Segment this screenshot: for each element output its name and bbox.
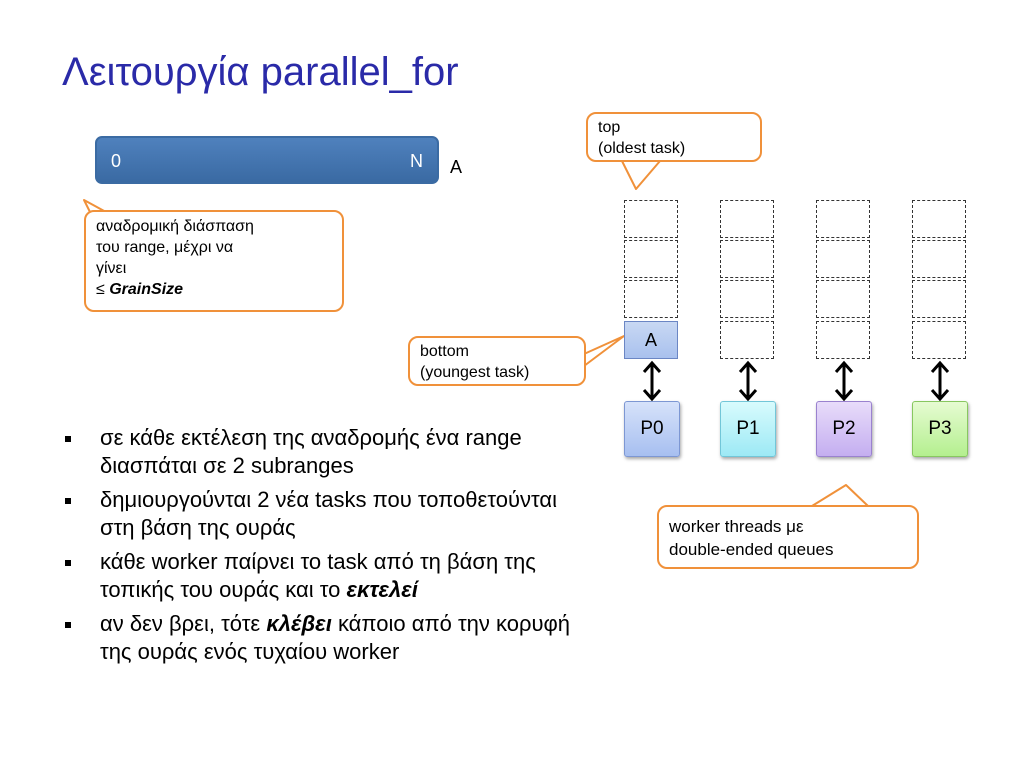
- range-start-label: 0: [111, 151, 122, 171]
- bottom-callout-line2: (youngest task): [420, 364, 530, 381]
- bullet-text: δημιουργούνται 2 νέα tasks που τοποθετού…: [100, 487, 557, 540]
- deque-slot: [912, 240, 966, 278]
- range-bar: 0 N: [95, 136, 439, 184]
- worker-p0: P0: [624, 401, 680, 457]
- workers-callout-line2: double-ended queues: [669, 540, 834, 559]
- bottom-callout: bottom (youngest task): [408, 336, 586, 386]
- worker-p1: P1: [720, 401, 776, 457]
- deque-slot: [816, 321, 870, 359]
- top-callout-line2: (oldest task): [598, 140, 686, 157]
- deque-slot: [816, 240, 870, 278]
- deque-slot: [912, 280, 966, 318]
- le-sign: ≤: [96, 281, 110, 298]
- deque-slot: [720, 321, 774, 359]
- workers-callout-tail: [811, 484, 869, 507]
- bullet-list: σε κάθε εκτέλεση της αναδρομής ένα range…: [62, 424, 572, 672]
- bullet-emphasis: εκτελεί: [346, 577, 418, 602]
- slide-title: Λειτουργία parallel_for: [62, 50, 459, 94]
- deque-slot: [720, 280, 774, 318]
- deque-slot: [816, 280, 870, 318]
- deque-slot: [624, 240, 678, 278]
- top-callout-tail: [621, 160, 661, 190]
- deque-slot: [720, 240, 774, 278]
- worker-p3: P3: [912, 401, 968, 457]
- deque-slot: [624, 200, 678, 238]
- double-arrow-icon: [738, 360, 758, 402]
- split-callout-line4: ≤ GrainSize: [96, 279, 332, 300]
- deque-slot: [720, 200, 774, 238]
- workers-callout: worker threads με double-ended queues: [657, 505, 919, 569]
- bullet-text: κάθε worker παίρνει το task από τη βάση …: [100, 549, 536, 602]
- bullet-text: κάποιο από την κορυφή της ουράς ενός τυχ…: [100, 611, 571, 664]
- bullet-text: σε κάθε εκτέλεση της αναδρομής ένα range…: [100, 425, 522, 478]
- top-callout-line1: top: [598, 119, 621, 136]
- split-callout-line3: γίνει: [96, 260, 127, 277]
- deque-slot: [912, 321, 966, 359]
- range-name-label: A: [450, 157, 463, 177]
- bottom-callout-line1: bottom: [420, 343, 469, 360]
- bullet-item: αν δεν βρει, τότε κλέβει κάποιο από την …: [62, 610, 572, 666]
- double-arrow-icon: [834, 360, 854, 402]
- deque-slot: [624, 280, 678, 318]
- split-callout: αναδρομική διάσπαση του range, μέχρι να …: [84, 210, 344, 312]
- task-a-slot: A: [624, 321, 678, 359]
- top-callout: top (oldest task): [586, 112, 762, 162]
- double-arrow-icon: [930, 360, 950, 402]
- split-callout-line1: αναδρομική διάσπαση: [96, 218, 254, 235]
- bullet-text: αν δεν βρει, τότε: [100, 611, 267, 636]
- deque-slot: [912, 200, 966, 238]
- split-callout-line2: του range, μέχρι να: [96, 239, 234, 256]
- grainsize-label: GrainSize: [109, 281, 184, 298]
- bullet-emphasis: κλέβει: [266, 611, 332, 636]
- double-arrow-icon: [642, 360, 662, 402]
- bullet-item: δημιουργούνται 2 νέα tasks που τοποθετού…: [62, 486, 572, 542]
- deque-slot: [816, 200, 870, 238]
- range-end-label: N: [410, 151, 423, 171]
- bottom-callout-tail: [583, 335, 625, 367]
- workers-callout-line1: worker threads με: [669, 517, 804, 536]
- bullet-item: κάθε worker παίρνει το task από τη βάση …: [62, 548, 572, 604]
- bullet-item: σε κάθε εκτέλεση της αναδρομής ένα range…: [62, 424, 572, 480]
- worker-p2: P2: [816, 401, 872, 457]
